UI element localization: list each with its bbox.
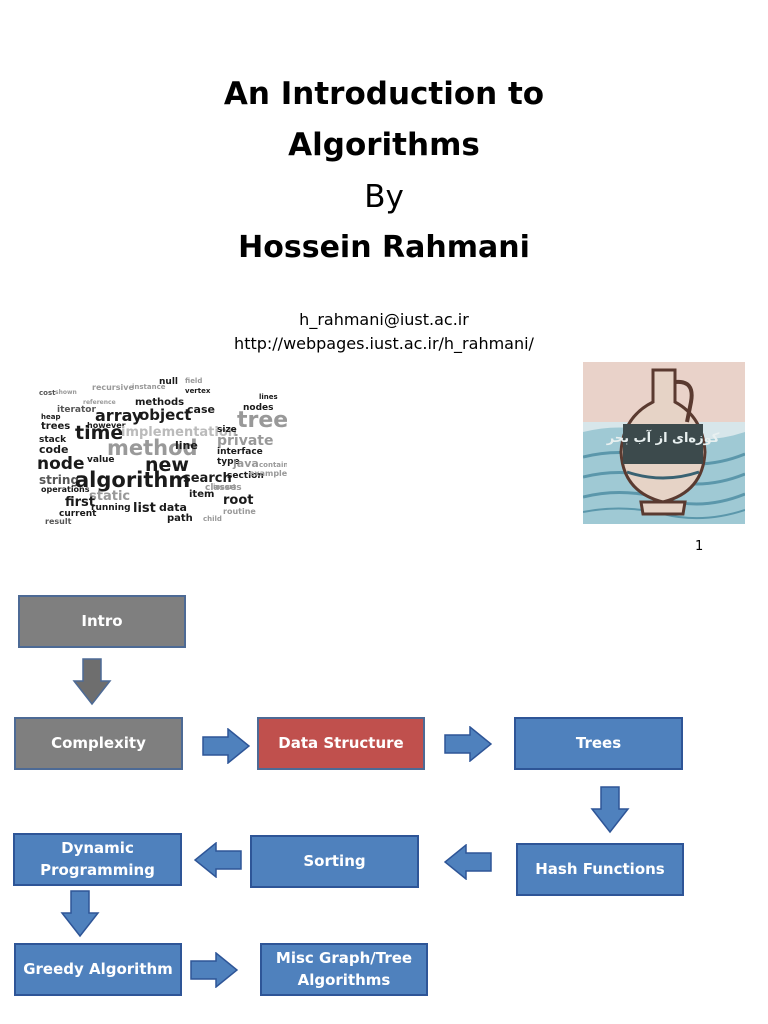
word: vertex — [185, 387, 211, 395]
sorting-box[interactable]: Sorting — [250, 835, 419, 888]
word: lines — [259, 393, 278, 401]
course-outline-flowchart: Intro Complexity Data Structure Trees Ha… — [0, 572, 768, 1024]
word: stack — [39, 435, 67, 445]
word: static — [89, 489, 131, 504]
intro-box[interactable]: Intro — [18, 595, 186, 648]
word: current — [59, 509, 97, 519]
word: path — [167, 513, 193, 524]
word: case — [187, 403, 215, 416]
word: item — [189, 489, 215, 500]
word: time — [75, 422, 124, 444]
misc-label-line-2: Algorithms — [297, 970, 391, 989]
down-arrow-icon — [72, 658, 112, 706]
hash-functions-label: Hash Functions — [535, 859, 665, 878]
trees-box[interactable]: Trees — [514, 717, 683, 770]
word: value — [87, 455, 115, 465]
book-cover-image: کوزه‌ای از آب بحر — [583, 362, 745, 524]
word: trees — [41, 421, 71, 432]
word: string — [39, 473, 80, 487]
word: iterator — [57, 405, 96, 415]
misc-graph-tree-algorithms-box[interactable]: Misc Graph/Tree Algorithms — [260, 943, 428, 996]
author-url: http://webpages.iust.ac.ir/h_rahmani/ — [234, 334, 534, 353]
word: insert — [213, 483, 237, 491]
word: recursive — [92, 383, 134, 392]
word: running — [91, 503, 131, 513]
word: private — [217, 433, 274, 449]
word: interface — [217, 447, 263, 457]
word: object — [139, 406, 192, 424]
title-slide: An Introduction to Algorithms By Hossein… — [37, 76, 745, 554]
word: line — [175, 439, 198, 452]
word: child — [203, 515, 222, 523]
complexity-label: Complexity — [51, 733, 146, 752]
word: list — [133, 501, 156, 516]
jug-illustration: کوزه‌ای از آب بحر — [583, 362, 745, 524]
word: tree — [237, 408, 287, 433]
down-arrow-icon — [60, 890, 100, 938]
author-name: Hossein Rahmani — [238, 230, 530, 265]
left-arrow-icon — [194, 842, 242, 878]
word: method — [107, 436, 198, 460]
right-arrow-icon — [202, 728, 250, 764]
word: nodes — [243, 403, 274, 413]
word: cost — [39, 389, 56, 397]
dynamic-programming-label-line-1: Dynamic — [61, 838, 134, 857]
word: array — [95, 406, 143, 425]
word: root — [223, 493, 254, 508]
word: routine — [223, 507, 256, 516]
dynamic-programming-label-line-2: Programming — [40, 860, 155, 879]
word: node — [37, 454, 85, 474]
word: first — [65, 495, 95, 510]
by-label: By — [364, 179, 404, 215]
complexity-box[interactable]: Complexity — [14, 717, 183, 770]
word: null — [159, 377, 178, 387]
left-arrow-icon — [444, 844, 492, 880]
word: data — [159, 501, 187, 514]
sorting-label: Sorting — [303, 851, 366, 870]
greedy-algorithm-box[interactable]: Greedy Algorithm — [14, 943, 182, 996]
dynamic-programming-box[interactable]: Dynamic Programming — [13, 833, 182, 886]
author-email: h_rahmani@iust.ac.ir — [299, 310, 469, 329]
word: algorithm — [75, 468, 191, 492]
greedy-algorithm-label: Greedy Algorithm — [23, 959, 173, 978]
word: however — [87, 421, 126, 430]
word: reference — [83, 399, 116, 406]
word: section — [227, 471, 264, 481]
word: shown — [55, 389, 77, 396]
word: field — [185, 377, 203, 385]
word: heap — [41, 413, 61, 421]
trees-label: Trees — [575, 733, 622, 752]
word: example — [249, 469, 287, 478]
title-line-2: Algorithms — [288, 127, 480, 163]
word: code — [39, 443, 69, 456]
word: new — [145, 454, 189, 476]
data-structure-box[interactable]: Data Structure — [257, 717, 425, 770]
word: implementation — [121, 425, 238, 440]
word: java — [233, 457, 259, 470]
word: methods — [135, 397, 185, 408]
word: size — [217, 425, 237, 435]
word: type — [217, 457, 240, 467]
word: operations — [41, 485, 90, 494]
page-number: 1 — [695, 539, 704, 554]
algorithm-word-cloud: cost shown iterator recursive instance n… — [37, 376, 287, 526]
down-arrow-icon — [590, 786, 630, 834]
intro-label: Intro — [81, 611, 123, 630]
word: contains — [259, 461, 287, 469]
title-line-1: An Introduction to — [223, 76, 545, 112]
right-arrow-icon — [190, 952, 238, 988]
misc-label-line-1: Misc Graph/Tree — [275, 948, 413, 967]
word: result — [45, 517, 72, 526]
right-arrow-icon — [444, 726, 492, 762]
hash-functions-box[interactable]: Hash Functions — [516, 843, 684, 896]
data-structure-label: Data Structure — [278, 733, 404, 752]
word: instance — [132, 383, 166, 391]
cover-title-text: کوزه‌ای از آب بحر — [606, 429, 720, 446]
word: search — [183, 471, 232, 486]
word: classes — [205, 483, 242, 493]
